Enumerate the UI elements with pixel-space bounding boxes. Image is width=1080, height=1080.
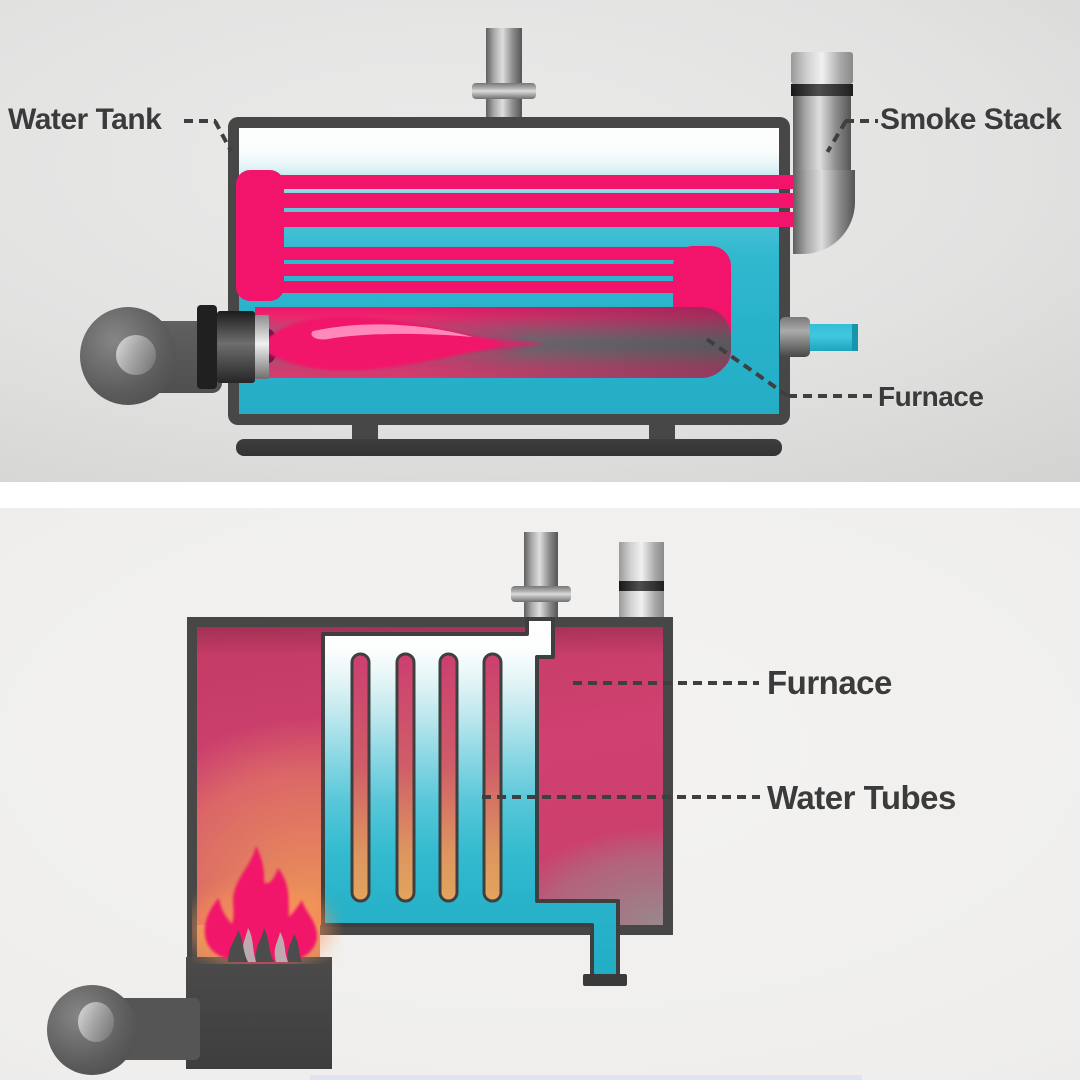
leader-water-tank: [184, 119, 216, 123]
burner-collar: [197, 305, 217, 389]
steam-pipe-bottom-flange: [511, 586, 571, 602]
fire-tube: [281, 247, 693, 260]
furnace-flame: [192, 846, 332, 964]
furnace-wall-bottom: [320, 925, 673, 935]
boiler-shell: [228, 117, 790, 425]
furnace-wall-right: [663, 617, 673, 935]
steam-pipe-top: [486, 28, 522, 120]
water-tube-assembly: [321, 617, 620, 978]
smoke-stack-cap: [791, 52, 853, 84]
burner-blower-hub: [116, 335, 156, 375]
fire-tube: [281, 281, 693, 293]
leader-water-tubes: [482, 795, 760, 799]
label-furnace-top: Furnace: [878, 381, 984, 412]
label-water-tank: Water Tank: [8, 103, 162, 136]
fire-tube: [281, 264, 693, 276]
panel-divider: [0, 482, 1080, 508]
furnace-gas-slot: [438, 652, 459, 903]
leader-furnace-bottom: [573, 681, 759, 685]
furnace-gas-slot: [395, 652, 416, 903]
label-water-tubes: Water Tubes: [767, 779, 956, 816]
stack-pipe-bottom-ring: [619, 581, 664, 591]
fire-tube: [281, 175, 806, 189]
furnace-wall-left: [187, 617, 197, 958]
label-furnace-bottom: Furnace: [767, 664, 892, 701]
boiler-leg-left: [352, 424, 378, 442]
furnace-gas-slot: [482, 652, 503, 903]
bottom-edge-strip: [310, 1075, 862, 1080]
leader-furnace-top: [788, 394, 872, 398]
boiler-base-skid: [236, 439, 782, 456]
drain-flange: [583, 974, 627, 986]
fire-tube: [281, 193, 806, 208]
steam-pipe-flange: [472, 83, 536, 99]
outlet-flange: [780, 317, 810, 357]
burner-nozzle-tip: [255, 315, 269, 379]
smoke-stack-ring: [791, 84, 853, 96]
burner-blower-hub-bottom: [78, 1002, 114, 1042]
burner-base: [186, 957, 332, 1069]
burner-flame: [258, 316, 546, 371]
furnace-gas-slot: [350, 652, 371, 903]
steam-pipe-bottom: [524, 532, 558, 622]
fire-tube: [281, 212, 806, 227]
label-smoke-stack: Smoke Stack: [880, 103, 1062, 136]
furnace-wall-top: [187, 617, 673, 627]
outlet-pipe-end: [852, 324, 858, 351]
leader-smoke-stack: [845, 119, 878, 123]
outlet-pipe: [810, 324, 858, 351]
tube-header-left: [236, 170, 284, 301]
burner-nozzle: [217, 311, 255, 383]
boiler-leg-right: [649, 424, 675, 442]
